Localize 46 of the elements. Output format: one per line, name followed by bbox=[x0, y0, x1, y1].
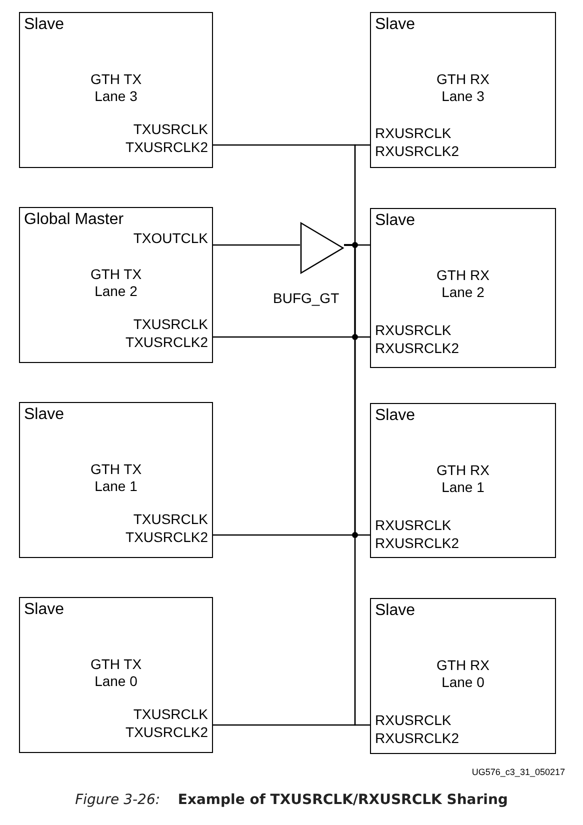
block-title: Slave bbox=[375, 602, 416, 619]
block-label: GTH RX Lane 1 bbox=[436, 462, 490, 496]
port-label: TXOUTCLK bbox=[133, 230, 208, 247]
clock-wire bbox=[213, 244, 300, 246]
transceiver-block bbox=[19, 597, 213, 753]
clock-wire bbox=[344, 244, 370, 726]
transceiver-block bbox=[370, 598, 556, 754]
component-label: BUFG_GT bbox=[273, 290, 340, 307]
port-label: TXUSRCLK bbox=[133, 316, 208, 333]
port-label: RXUSRCLK2 bbox=[375, 535, 460, 552]
block-label: GTH RX Lane 2 bbox=[436, 267, 490, 301]
port-label: TXUSRCLK2 bbox=[126, 139, 208, 156]
port-label: TXUSRCLK bbox=[133, 511, 208, 528]
port-label: RXUSRCLK bbox=[375, 712, 452, 729]
port-label: RXUSRCLK2 bbox=[375, 340, 460, 357]
block-label: GTH TX Lane 0 bbox=[89, 656, 143, 690]
block-title: Slave bbox=[24, 16, 64, 33]
block-title: Slave bbox=[375, 212, 416, 229]
port-label: TXUSRCLK2 bbox=[126, 724, 208, 741]
figure-caption: Figure 3-26: Example of TXUSRCLK/RXUSRCLK Sharing bbox=[74, 792, 509, 808]
port-label: RXUSRCLK bbox=[375, 517, 452, 534]
port-label: TXUSRCLK bbox=[133, 706, 208, 723]
port-label: RXUSRCLK bbox=[375, 322, 452, 339]
port-label: RXUSRCLK2 bbox=[375, 730, 460, 747]
transceiver-block bbox=[19, 12, 213, 168]
block-title: Slave bbox=[24, 601, 64, 618]
figure-id: UG576_c3_31_050217 bbox=[472, 766, 565, 779]
transceiver-block bbox=[370, 12, 556, 168]
port-label: TXUSRCLK2 bbox=[126, 334, 208, 351]
transceiver-block bbox=[370, 403, 556, 558]
block-title: Slave bbox=[375, 407, 416, 424]
block-label: GTH RX Lane 0 bbox=[436, 657, 490, 691]
port-label: RXUSRCLK2 bbox=[375, 143, 460, 160]
transceiver-block bbox=[19, 402, 213, 558]
block-title: Global Master bbox=[24, 211, 124, 228]
port-label: TXUSRCLK2 bbox=[126, 529, 208, 546]
block-title: Slave bbox=[24, 406, 64, 423]
port-label: TXUSRCLK bbox=[133, 121, 208, 138]
block-label: GTH RX Lane 3 bbox=[436, 71, 490, 105]
transceiver-block bbox=[19, 207, 213, 363]
transceiver-block bbox=[370, 208, 556, 368]
port-label: RXUSRCLK bbox=[375, 125, 452, 142]
block-label: GTH TX Lane 3 bbox=[89, 71, 143, 105]
block-title: Slave bbox=[375, 16, 416, 33]
block-label: GTH TX Lane 1 bbox=[89, 461, 143, 495]
block-label: GTH TX Lane 2 bbox=[89, 266, 143, 300]
